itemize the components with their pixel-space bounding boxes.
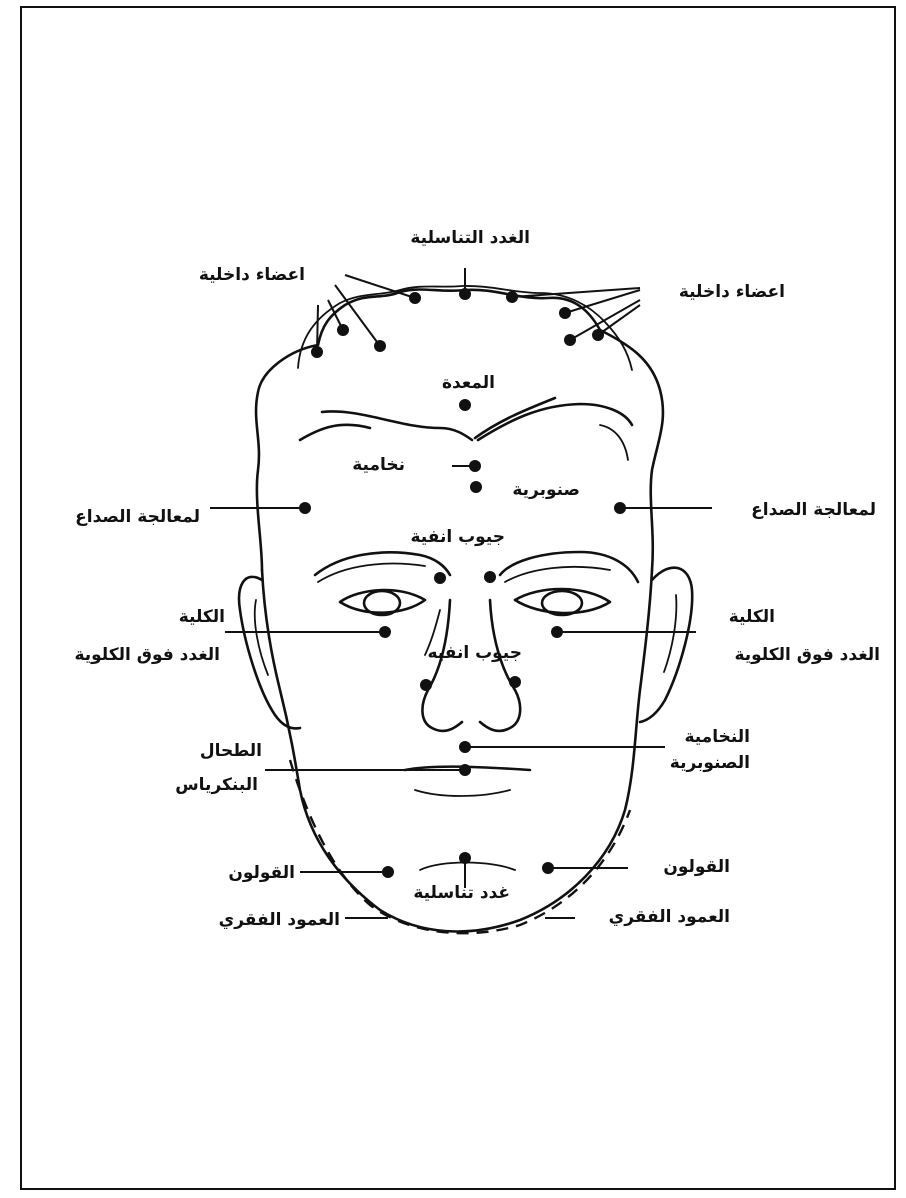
label-colon-right: القولون bbox=[663, 857, 730, 877]
spine-dashed-outline bbox=[290, 760, 630, 933]
eyes bbox=[340, 589, 610, 615]
label-internal-organs-left: اعضاء داخلية bbox=[199, 265, 305, 285]
point-head-left-2 bbox=[337, 324, 349, 336]
point-headache-right bbox=[614, 502, 626, 514]
point-head-right-2 bbox=[559, 307, 571, 319]
point-kidney-right bbox=[551, 626, 563, 638]
label-pituitary-pineal-2: الصنوبرية bbox=[670, 753, 750, 773]
point-colon-right bbox=[542, 862, 554, 874]
point-sinus-left bbox=[434, 572, 446, 584]
point-colon-left bbox=[382, 866, 394, 878]
label-spine-right: العمود الفقري bbox=[609, 907, 730, 927]
label-adrenal-right: الغدد فوق الكلوية bbox=[734, 645, 880, 665]
point-pituitary bbox=[469, 460, 481, 472]
point-stomach bbox=[459, 399, 471, 411]
label-stomach: المعدة bbox=[442, 373, 495, 393]
label-spleen: الطحال bbox=[200, 741, 262, 761]
label-sinuses-lower: جيوب انفيه bbox=[427, 643, 522, 663]
point-sinus-right bbox=[484, 571, 496, 583]
point-pituitary-pineal bbox=[459, 741, 471, 753]
point-head-left-3 bbox=[311, 346, 323, 358]
point-kidney-left bbox=[379, 626, 391, 638]
label-gonads-chin: غدد تناسلية bbox=[413, 883, 510, 903]
point-pineal bbox=[470, 481, 482, 493]
nose bbox=[422, 600, 520, 731]
label-gonads-top: الغدد التناسلية bbox=[410, 228, 530, 248]
point-head-left-4 bbox=[374, 340, 386, 352]
point-gonads-chin bbox=[459, 852, 471, 864]
label-pituitary: نخامية bbox=[352, 455, 405, 475]
point-spleen-pancreas bbox=[459, 764, 471, 776]
label-colon-left: القولون bbox=[228, 863, 295, 883]
label-sinuses-upper: جيوب انفية bbox=[410, 527, 505, 547]
point-head-right-4 bbox=[564, 334, 576, 346]
label-pineal: صنوبرية bbox=[512, 480, 580, 500]
eyebrows bbox=[315, 552, 638, 582]
point-sinus-lower-left bbox=[420, 679, 432, 691]
point-head-right-1 bbox=[506, 291, 518, 303]
point-sinus-lower-right bbox=[509, 676, 521, 688]
point-headache-left bbox=[299, 502, 311, 514]
label-spine-left: العمود الفقري bbox=[219, 910, 340, 930]
point-head-right-3 bbox=[592, 329, 604, 341]
label-pituitary-pineal-1: النخامية bbox=[684, 727, 750, 747]
label-kidney-right: الكلية bbox=[729, 607, 775, 627]
label-adrenal-left: الغدد فوق الكلوية bbox=[74, 645, 220, 665]
point-gonads-top bbox=[459, 288, 471, 300]
label-internal-organs-right: اعضاء داخلية bbox=[679, 282, 785, 302]
label-headache-left: لمعالجة الصداع bbox=[75, 507, 200, 527]
label-kidney-left: الكلية bbox=[179, 607, 225, 627]
label-pancreas: البنكرياس bbox=[175, 775, 258, 795]
pointer-lines bbox=[210, 268, 712, 918]
labels: الغدد التناسلية اعضاء داخلية اعضاء داخلي… bbox=[74, 228, 880, 930]
label-headache-right: لمعالجة الصداع bbox=[751, 500, 876, 520]
point-head-left-1 bbox=[409, 292, 421, 304]
